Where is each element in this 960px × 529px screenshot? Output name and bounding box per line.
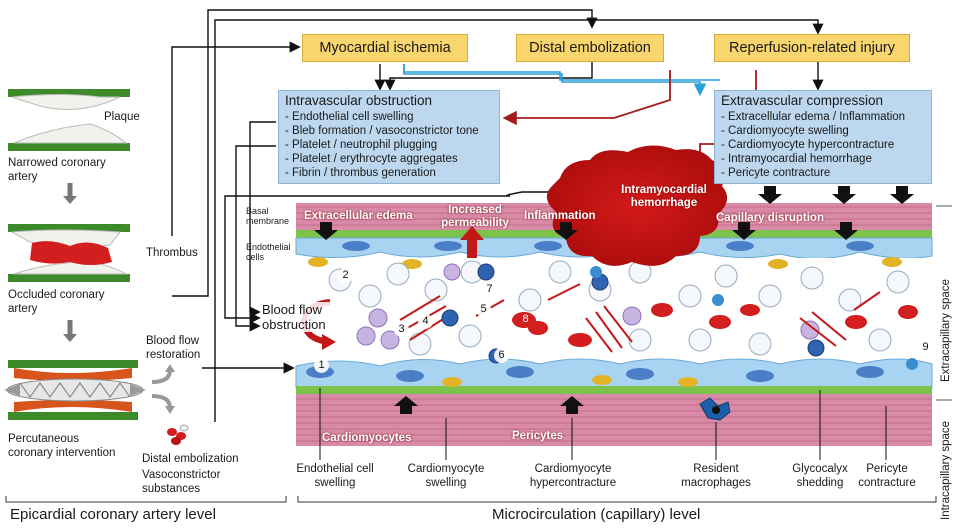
stent-artery-drawing <box>4 360 146 420</box>
intravascular-item: Bleb formation / vasoconstrictor tone <box>285 124 493 138</box>
narrowed-artery-drawing <box>8 89 130 151</box>
marker-9: 9 <box>918 340 933 355</box>
intravascular-item: Platelet / erythrocyte aggregates <box>285 152 493 166</box>
extracapillary-label: Extracapillary space <box>940 279 952 382</box>
myocardial-ischemia-box: Myocardial ischemia <box>302 34 468 62</box>
extracellular-edema-label: Extracellular edema <box>304 210 413 222</box>
distal-embolization-box: Distal embolization <box>516 34 664 62</box>
extravascular-box: Extravascular compression Extracellular … <box>714 90 932 184</box>
extravascular-item: Extracellular edema / Inflammation <box>721 110 925 124</box>
extravascular-item: Pericyte contracture <box>721 166 925 180</box>
micro-bracket <box>297 496 937 503</box>
intravascular-title: Intravascular obstruction <box>285 93 433 108</box>
blood-flow-obstruction-label: Blood flow obstruction <box>262 302 338 332</box>
macrophages-label: Resident macrophages <box>681 463 751 489</box>
thrombus-label: Thrombus <box>146 247 198 259</box>
marker-4: 4 <box>418 314 433 329</box>
marker-6: 6 <box>494 348 509 363</box>
occluded-artery-label: Occluded coronary artery <box>8 289 105 315</box>
red-connector-left <box>502 70 671 126</box>
extravascular-title: Extravascular compression <box>721 93 884 108</box>
pericyte-contracture-label: Pericyte contracture <box>858 463 916 489</box>
vasoconstrictor-label: Vasoconstrictor substances <box>142 469 221 495</box>
extravascular-item: Cardiomyocyte hypercontracture <box>721 138 925 152</box>
pericytes-label: Pericytes <box>512 430 564 442</box>
marker-7: 7 <box>482 282 497 297</box>
hemorrhage-label: Intramyocardial hemorrhage <box>621 184 707 209</box>
intravascular-item: Endothelial cell swelling <box>285 110 493 124</box>
glycocalyx-label: Glycocalyx shedding <box>792 463 848 489</box>
inflammation-label: Inflammation <box>524 210 596 222</box>
restoration-label: Blood flow restoration <box>146 335 201 361</box>
marker-5: 5 <box>476 302 491 317</box>
marker-1: 1 <box>314 358 329 373</box>
epicardial-footer: Epicardial coronary artery level <box>10 506 216 523</box>
basal-membrane-label: Basal membrane <box>246 206 290 226</box>
endothelial-cells-label: Endothelial cells <box>246 242 291 262</box>
marker-3: 3 <box>394 322 409 337</box>
debris-icon <box>167 424 189 445</box>
reperfusion-injury-box: Reperfusion-related injury <box>714 34 910 62</box>
marker-8: 8 <box>522 313 529 325</box>
cardiomyocytes-label: Cardiomyocytes <box>322 432 412 444</box>
pci-label: Percutaneous coronary intervention <box>8 433 116 459</box>
occluded-artery-drawing <box>8 224 130 282</box>
narrowed-artery-label: Narrowed coronary artery <box>8 157 106 183</box>
hypercontracture-label: Cardiomyocyte hypercontracture <box>529 463 617 489</box>
marker-2: 2 <box>338 268 353 283</box>
cardiomyocyte-swelling-label: Cardiomyocyte swelling <box>407 463 485 489</box>
intravascular-item: Platelet / neutrophil plugging <box>285 138 493 152</box>
micro-footer: Microcirculation (capillary) level <box>492 506 701 523</box>
epicardial-bracket <box>5 496 287 503</box>
capillary-scene <box>295 145 933 446</box>
endothelial-swelling-label: Endothelial cell swelling <box>296 463 374 489</box>
capillary-disruption-label: Capillary disruption <box>716 212 824 224</box>
extravascular-item: Cardiomyocyte swelling <box>721 124 925 138</box>
intravascular-box: Intravascular obstruction Endothelial ce… <box>278 90 500 184</box>
plaque-label: Plaque <box>104 111 140 123</box>
extravascular-item: Intramyocardial hemorrhage <box>721 152 925 166</box>
intracapillary-label: Intracapillary space <box>940 420 952 520</box>
increased-permeability-label: Increased permeability <box>441 204 509 229</box>
intravascular-item: Fibrin / thrombus generation <box>285 166 493 180</box>
distal-embolization-label: Distal embolization <box>142 453 239 465</box>
